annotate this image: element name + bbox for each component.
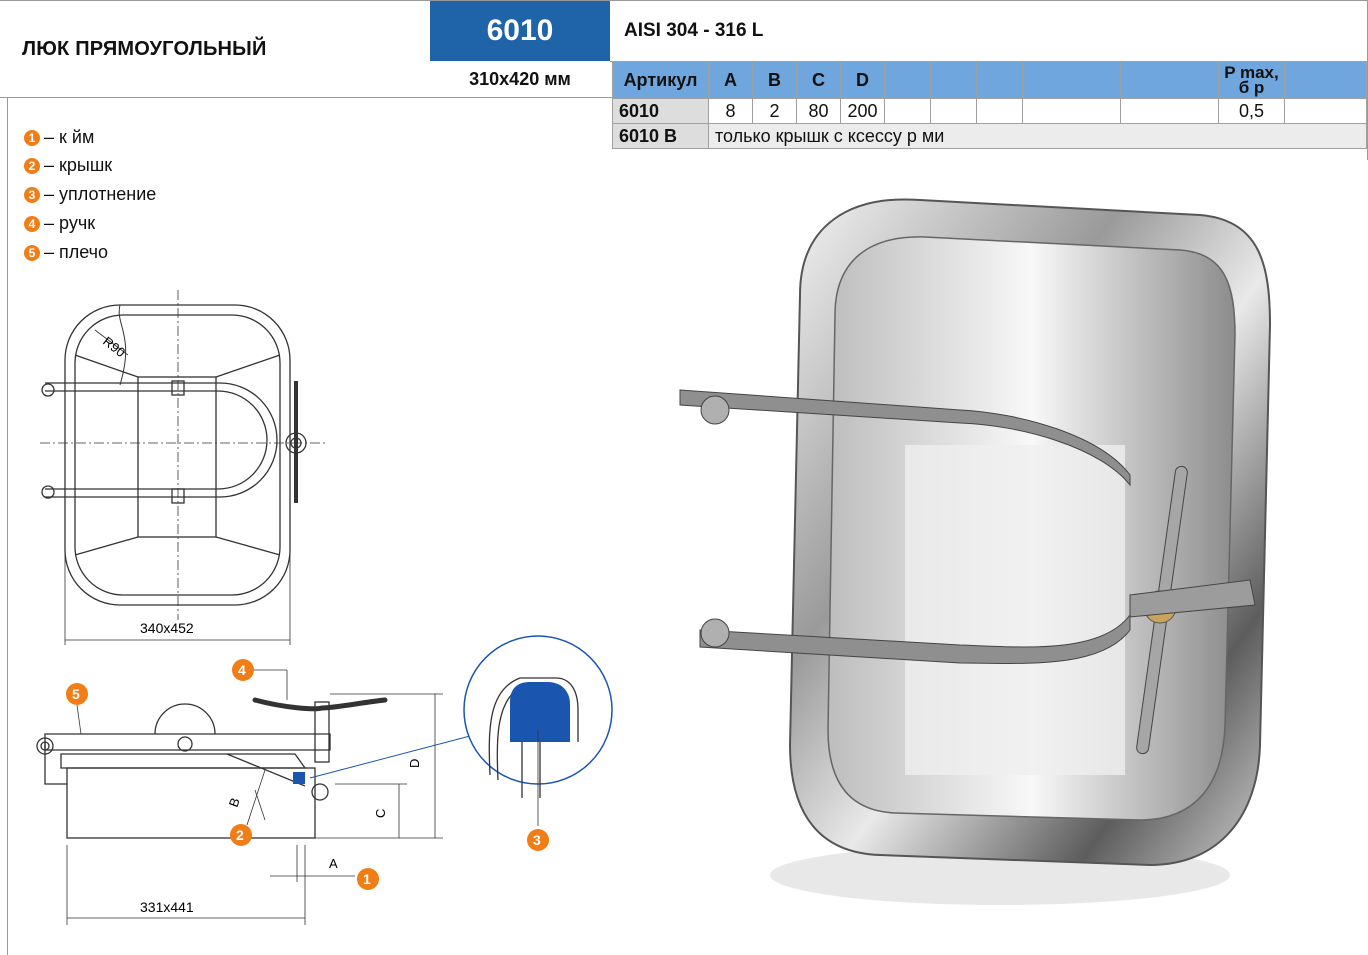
- cell-empty: [976, 98, 1023, 124]
- top-dim-label: 340x452: [140, 620, 194, 636]
- col-a: A: [708, 61, 753, 99]
- pmax-unit: б р: [1238, 78, 1265, 97]
- handle-stem: [314, 701, 330, 763]
- callout-4: 4: [238, 662, 246, 678]
- legend-item: 1– к йм: [24, 127, 94, 148]
- legend-item: 5– плечо: [24, 242, 108, 263]
- callout-5-icon: [66, 683, 88, 705]
- table-row: 6010 B только крышк с ксессу р ми: [612, 123, 1367, 149]
- callout-4-icon: [232, 659, 254, 681]
- hatch-inner-outline: [74, 314, 281, 596]
- cell-note: только крышк с ксессу р ми: [708, 123, 1367, 149]
- col-empty-2: [930, 61, 977, 99]
- callout-3-icon: [527, 829, 549, 851]
- clamp-bar: [45, 382, 278, 498]
- cell-c: 80: [796, 98, 841, 124]
- dim-b-label: B: [226, 796, 243, 809]
- model-number: 6010: [430, 0, 610, 61]
- col-b: B: [752, 61, 797, 99]
- col-pmax: P max,б р: [1218, 61, 1285, 99]
- callout-2-icon: [230, 824, 252, 846]
- callout-5: 5: [72, 686, 80, 702]
- hatch-outer-outline: [64, 304, 291, 606]
- cell-b: 2: [752, 98, 797, 124]
- top-border: [0, 0, 1368, 1]
- gasket-detail: 3: [463, 635, 613, 851]
- col-article: Артикул: [612, 61, 709, 99]
- bottom-dim-label: 331x441: [140, 899, 194, 915]
- legend-text: – крышк: [44, 155, 113, 175]
- cell-article: 6010: [612, 98, 709, 124]
- center-plate: [137, 376, 217, 538]
- gasket-shape: [510, 682, 570, 742]
- col-empty-4: [1022, 61, 1121, 99]
- dim-d-label: D: [407, 759, 422, 768]
- legend-text: – плечо: [44, 242, 109, 262]
- pmax-label: P max,: [1224, 63, 1279, 82]
- col-empty-6: [1284, 61, 1367, 99]
- detail-leader: [309, 735, 471, 779]
- callout-1-icon: [357, 868, 379, 890]
- size-label: 310х420 мм: [430, 61, 610, 97]
- legend-text: – уплотнение: [44, 184, 157, 204]
- legend-badge: 5: [24, 244, 40, 261]
- cell-d: 200: [840, 98, 885, 124]
- table-header-row: Артикул A B C D P max,б р: [612, 61, 1367, 99]
- left-border: [7, 97, 8, 955]
- side-view-drawing: 331x441 D C B A 5 4 2 1: [36, 659, 471, 925]
- cell-article: 6010 B: [612, 123, 709, 149]
- spec-table: Артикул A B C D P max,б р 6010 8 2 80 20…: [612, 61, 1367, 149]
- cell-empty: [1120, 98, 1219, 124]
- frame-side: [66, 767, 316, 839]
- legend-badge: 2: [24, 157, 40, 174]
- legend-badge: 1: [24, 129, 40, 146]
- callout-3: 3: [533, 832, 541, 848]
- table-row: 6010 8 2 80 200 0,5: [612, 98, 1367, 124]
- page-title: ЛЮК ПРЯМОУГОЛЬНЫЙ: [22, 38, 267, 60]
- legend-item: 2– крышк: [24, 155, 112, 176]
- col-empty-5: [1120, 61, 1219, 99]
- legend-badge: 3: [24, 186, 40, 203]
- legend-text: – ручк: [44, 213, 96, 233]
- cell-empty: [1022, 98, 1121, 124]
- legend-item: 4– ручк: [24, 213, 95, 234]
- arm-side: [44, 733, 331, 751]
- callout-1: 1: [363, 871, 371, 887]
- cell-pmax: 0,5: [1218, 98, 1285, 124]
- legend-badge: 4: [24, 215, 40, 232]
- cell-empty: [930, 98, 977, 124]
- col-empty-1: [884, 61, 931, 99]
- handle-wing: [252, 697, 388, 712]
- left-header-bottom-line: [0, 97, 612, 98]
- dim-a-label: A: [329, 856, 338, 871]
- cell-empty: [884, 98, 931, 124]
- lower-clamp-arm: [699, 613, 1131, 664]
- dim-c-label: C: [373, 809, 388, 818]
- top-view-drawing: R90 340x452: [40, 290, 325, 645]
- cell-a: 8: [708, 98, 753, 124]
- legend-item: 3– уплотнение: [24, 184, 156, 205]
- col-c: C: [796, 61, 841, 99]
- cover-side: [60, 753, 307, 769]
- gasket-mark: [293, 772, 305, 784]
- material-label: AISI 304 - 316 L: [624, 20, 764, 41]
- callout-2: 2: [236, 827, 244, 843]
- col-empty-3: [976, 61, 1023, 99]
- cell-empty: [1284, 98, 1367, 124]
- legend-text: – к йм: [44, 127, 95, 147]
- product-photo: [679, 198, 1272, 905]
- col-d: D: [840, 61, 885, 99]
